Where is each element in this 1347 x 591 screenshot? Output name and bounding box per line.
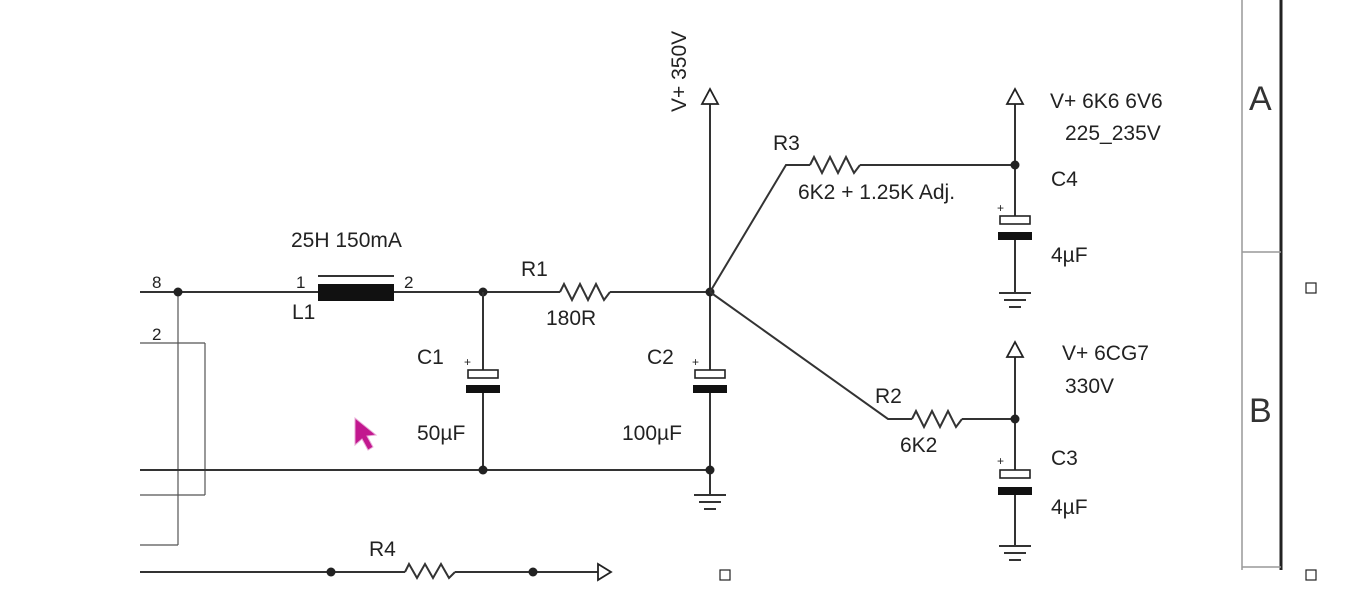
supply-b-line2: 330V [1065,375,1114,398]
l1-pin2-label: 2 [404,273,413,292]
r2-wire [709,291,912,420]
selection-handle[interactable] [719,569,731,581]
l1-ref: L1 [292,301,315,324]
frame-zone-b: B [1249,392,1272,430]
l1-pin1-label: 1 [296,273,305,292]
resistor-r1[interactable] [559,281,611,303]
inductor-l1[interactable] [318,275,394,301]
power-port-b-icon [1005,340,1025,358]
junction-dot [1010,414,1020,424]
c3-ref: C3 [1051,447,1078,470]
junction-dot [528,567,538,577]
selection-handle[interactable] [1305,282,1317,294]
capacitor-c1[interactable] [466,369,500,393]
l1-value: 25H 150mA [291,229,402,252]
r1-ref: R1 [521,258,548,281]
power-port-r4-icon [597,562,613,582]
ground-icon [999,292,1031,308]
r4-ref: R4 [369,538,396,561]
junction-dot [173,287,183,297]
ground-icon [999,545,1031,561]
r3-value: 6K2 + 1.25K Adj. [798,181,955,204]
power-port-350v-icon [700,87,720,105]
c2-value: 100µF [622,422,682,445]
c4-polarity: + [997,201,1004,215]
c2-polarity: + [692,355,699,369]
resistor-r3[interactable] [809,154,861,176]
r3-wire [709,164,810,293]
r3-ref: R3 [773,132,800,155]
c2-ref: C2 [647,346,674,369]
selection-handle[interactable] [1305,569,1317,581]
capacitor-c2[interactable] [693,369,727,393]
r1-value: 180R [546,307,596,330]
connector-outline [140,292,206,546]
capacitor-c3[interactable] [998,469,1032,495]
capacitor-c4[interactable] [998,215,1032,240]
junction-dot [326,567,336,577]
connector-pin-8-label: 8 [152,273,161,292]
supply-a-line1: V+ 6K6 6V6 [1050,90,1163,113]
r2-ref: R2 [875,385,902,408]
resistor-r2[interactable] [911,408,963,430]
junction-dot [1010,160,1020,170]
resistor-r4[interactable] [404,561,456,581]
c4-value: 4µF [1051,244,1088,267]
supply-a-line2: 225_235V [1065,122,1161,145]
mouse-cursor-icon [354,416,378,451]
c1-ref: C1 [417,346,444,369]
c1-value: 50µF [417,422,465,445]
junction-dot [478,465,488,475]
c3-polarity: + [997,454,1004,468]
supply-main-label: V+ 350V [668,31,691,112]
c3-value: 4µF [1051,496,1088,519]
connector-pin-2-label: 2 [152,325,161,344]
c4-ref: C4 [1051,168,1078,191]
supply-b-line1: V+ 6CG7 [1062,342,1149,365]
r2-value: 6K2 [900,434,937,457]
c1-polarity: + [464,355,471,369]
frame-zone-a: A [1249,80,1272,118]
power-port-a-icon [1005,87,1025,105]
junction-dot [705,465,715,475]
ground-icon [694,494,726,510]
